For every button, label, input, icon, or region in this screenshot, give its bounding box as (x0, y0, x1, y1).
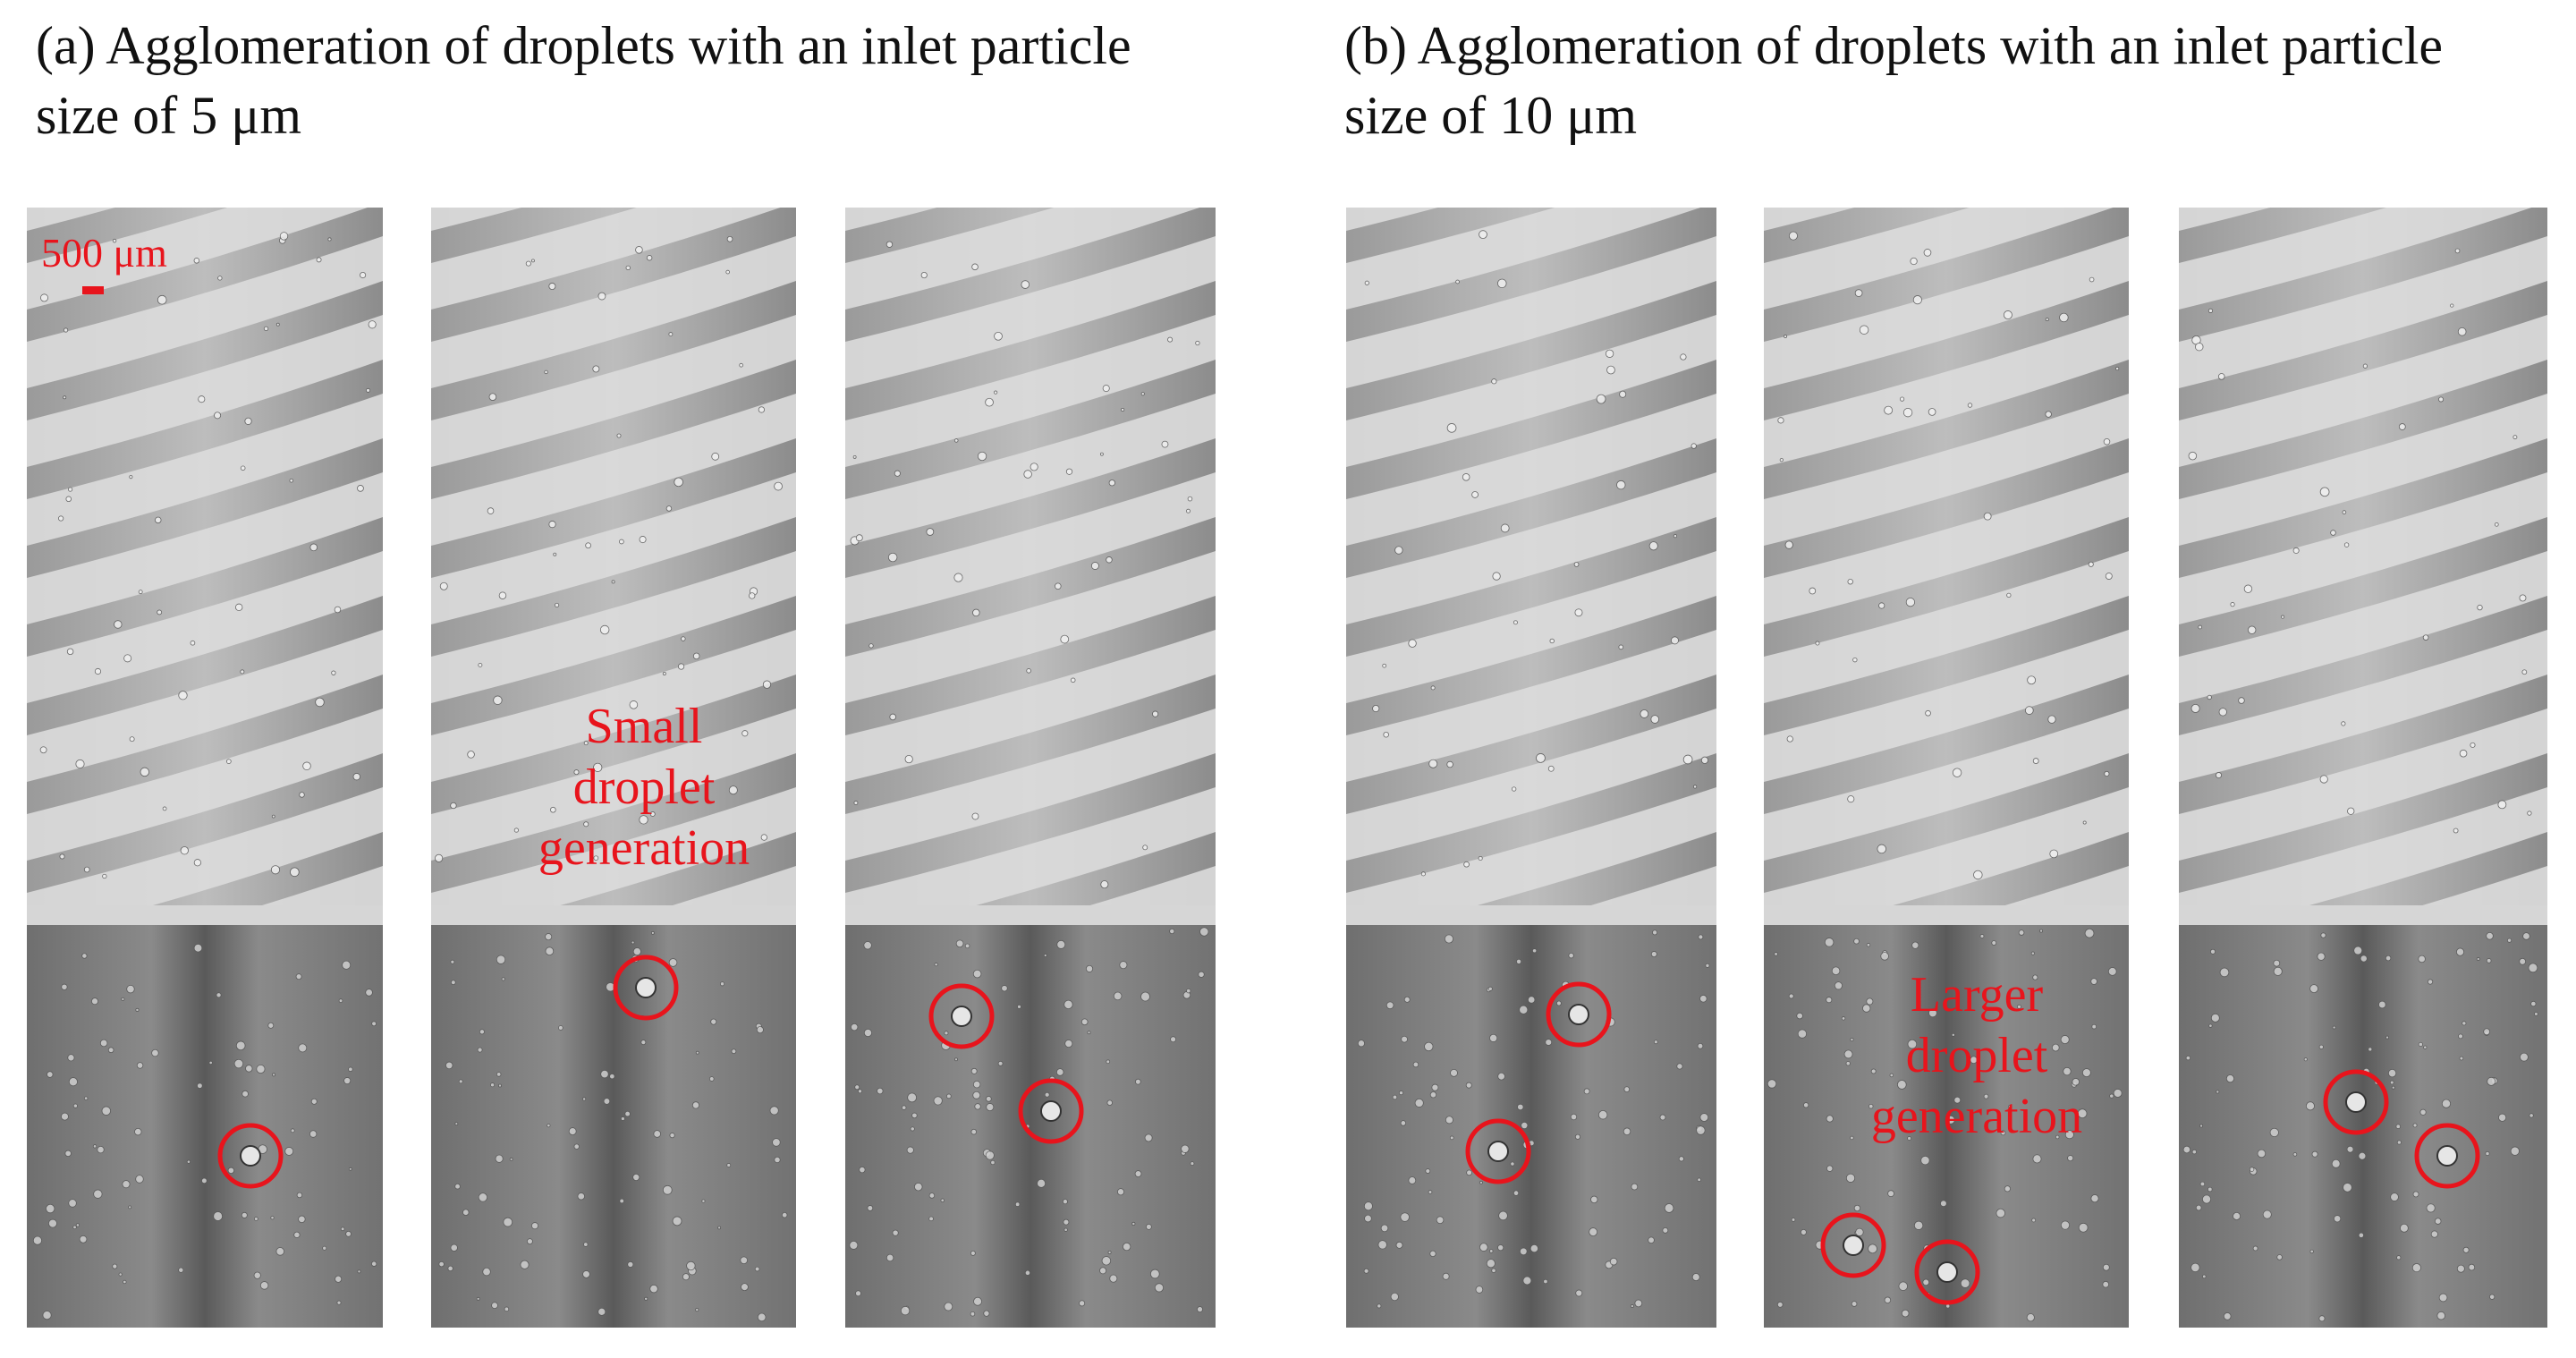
panel-a2-image (431, 208, 796, 1328)
droplet-highlight-circle (1546, 981, 1612, 1048)
panel-b3-image (2179, 208, 2547, 1328)
droplet-photo-graphic (431, 208, 796, 1328)
scale-bar-label: 500 μm (41, 230, 167, 276)
droplet-photo-graphic (845, 208, 1216, 1328)
droplet-mark (635, 977, 657, 998)
droplet-mark (2345, 1091, 2367, 1113)
droplet-highlight-circle (928, 983, 995, 1049)
annotation-small-droplet: Small droplet generation (538, 699, 750, 876)
droplet-highlight-circle (2323, 1069, 2389, 1135)
droplet-mark (1936, 1261, 1958, 1283)
droplet-mark (951, 1006, 972, 1027)
droplet-mark (2436, 1145, 2458, 1167)
droplet-photo-graphic (2179, 208, 2547, 1328)
caption-a: (a) Agglomeration of droplets with an in… (36, 16, 1131, 145)
droplet-highlight-circle (1018, 1078, 1084, 1144)
panel-b2-image (1764, 208, 2129, 1328)
droplet-photo-graphic (1346, 208, 1716, 1328)
panel-b1-image (1346, 208, 1716, 1328)
droplet-highlight-circle (1914, 1239, 1980, 1305)
panel-a1-image (27, 208, 383, 1328)
panel-a3-image (845, 208, 1216, 1328)
droplet-highlight-circle (217, 1123, 284, 1189)
annotation-larger-droplet: Larger droplet generation (1870, 967, 2083, 1144)
droplet-mark (1843, 1235, 1864, 1256)
scale-bar-line (82, 286, 104, 294)
droplet-highlight-circle (1820, 1212, 1886, 1278)
droplet-mark (1568, 1004, 1589, 1025)
droplet-mark (1040, 1100, 1062, 1122)
droplet-highlight-circle (613, 955, 679, 1021)
droplet-mark (240, 1145, 261, 1167)
droplet-photo-graphic (1764, 208, 2129, 1328)
droplet-highlight-circle (2414, 1123, 2480, 1189)
droplet-highlight-circle (1465, 1118, 1531, 1184)
droplet-photo-graphic (27, 208, 383, 1328)
droplet-mark (1487, 1141, 1509, 1162)
caption-b: (b) Agglomeration of droplets with an in… (1344, 16, 2444, 145)
